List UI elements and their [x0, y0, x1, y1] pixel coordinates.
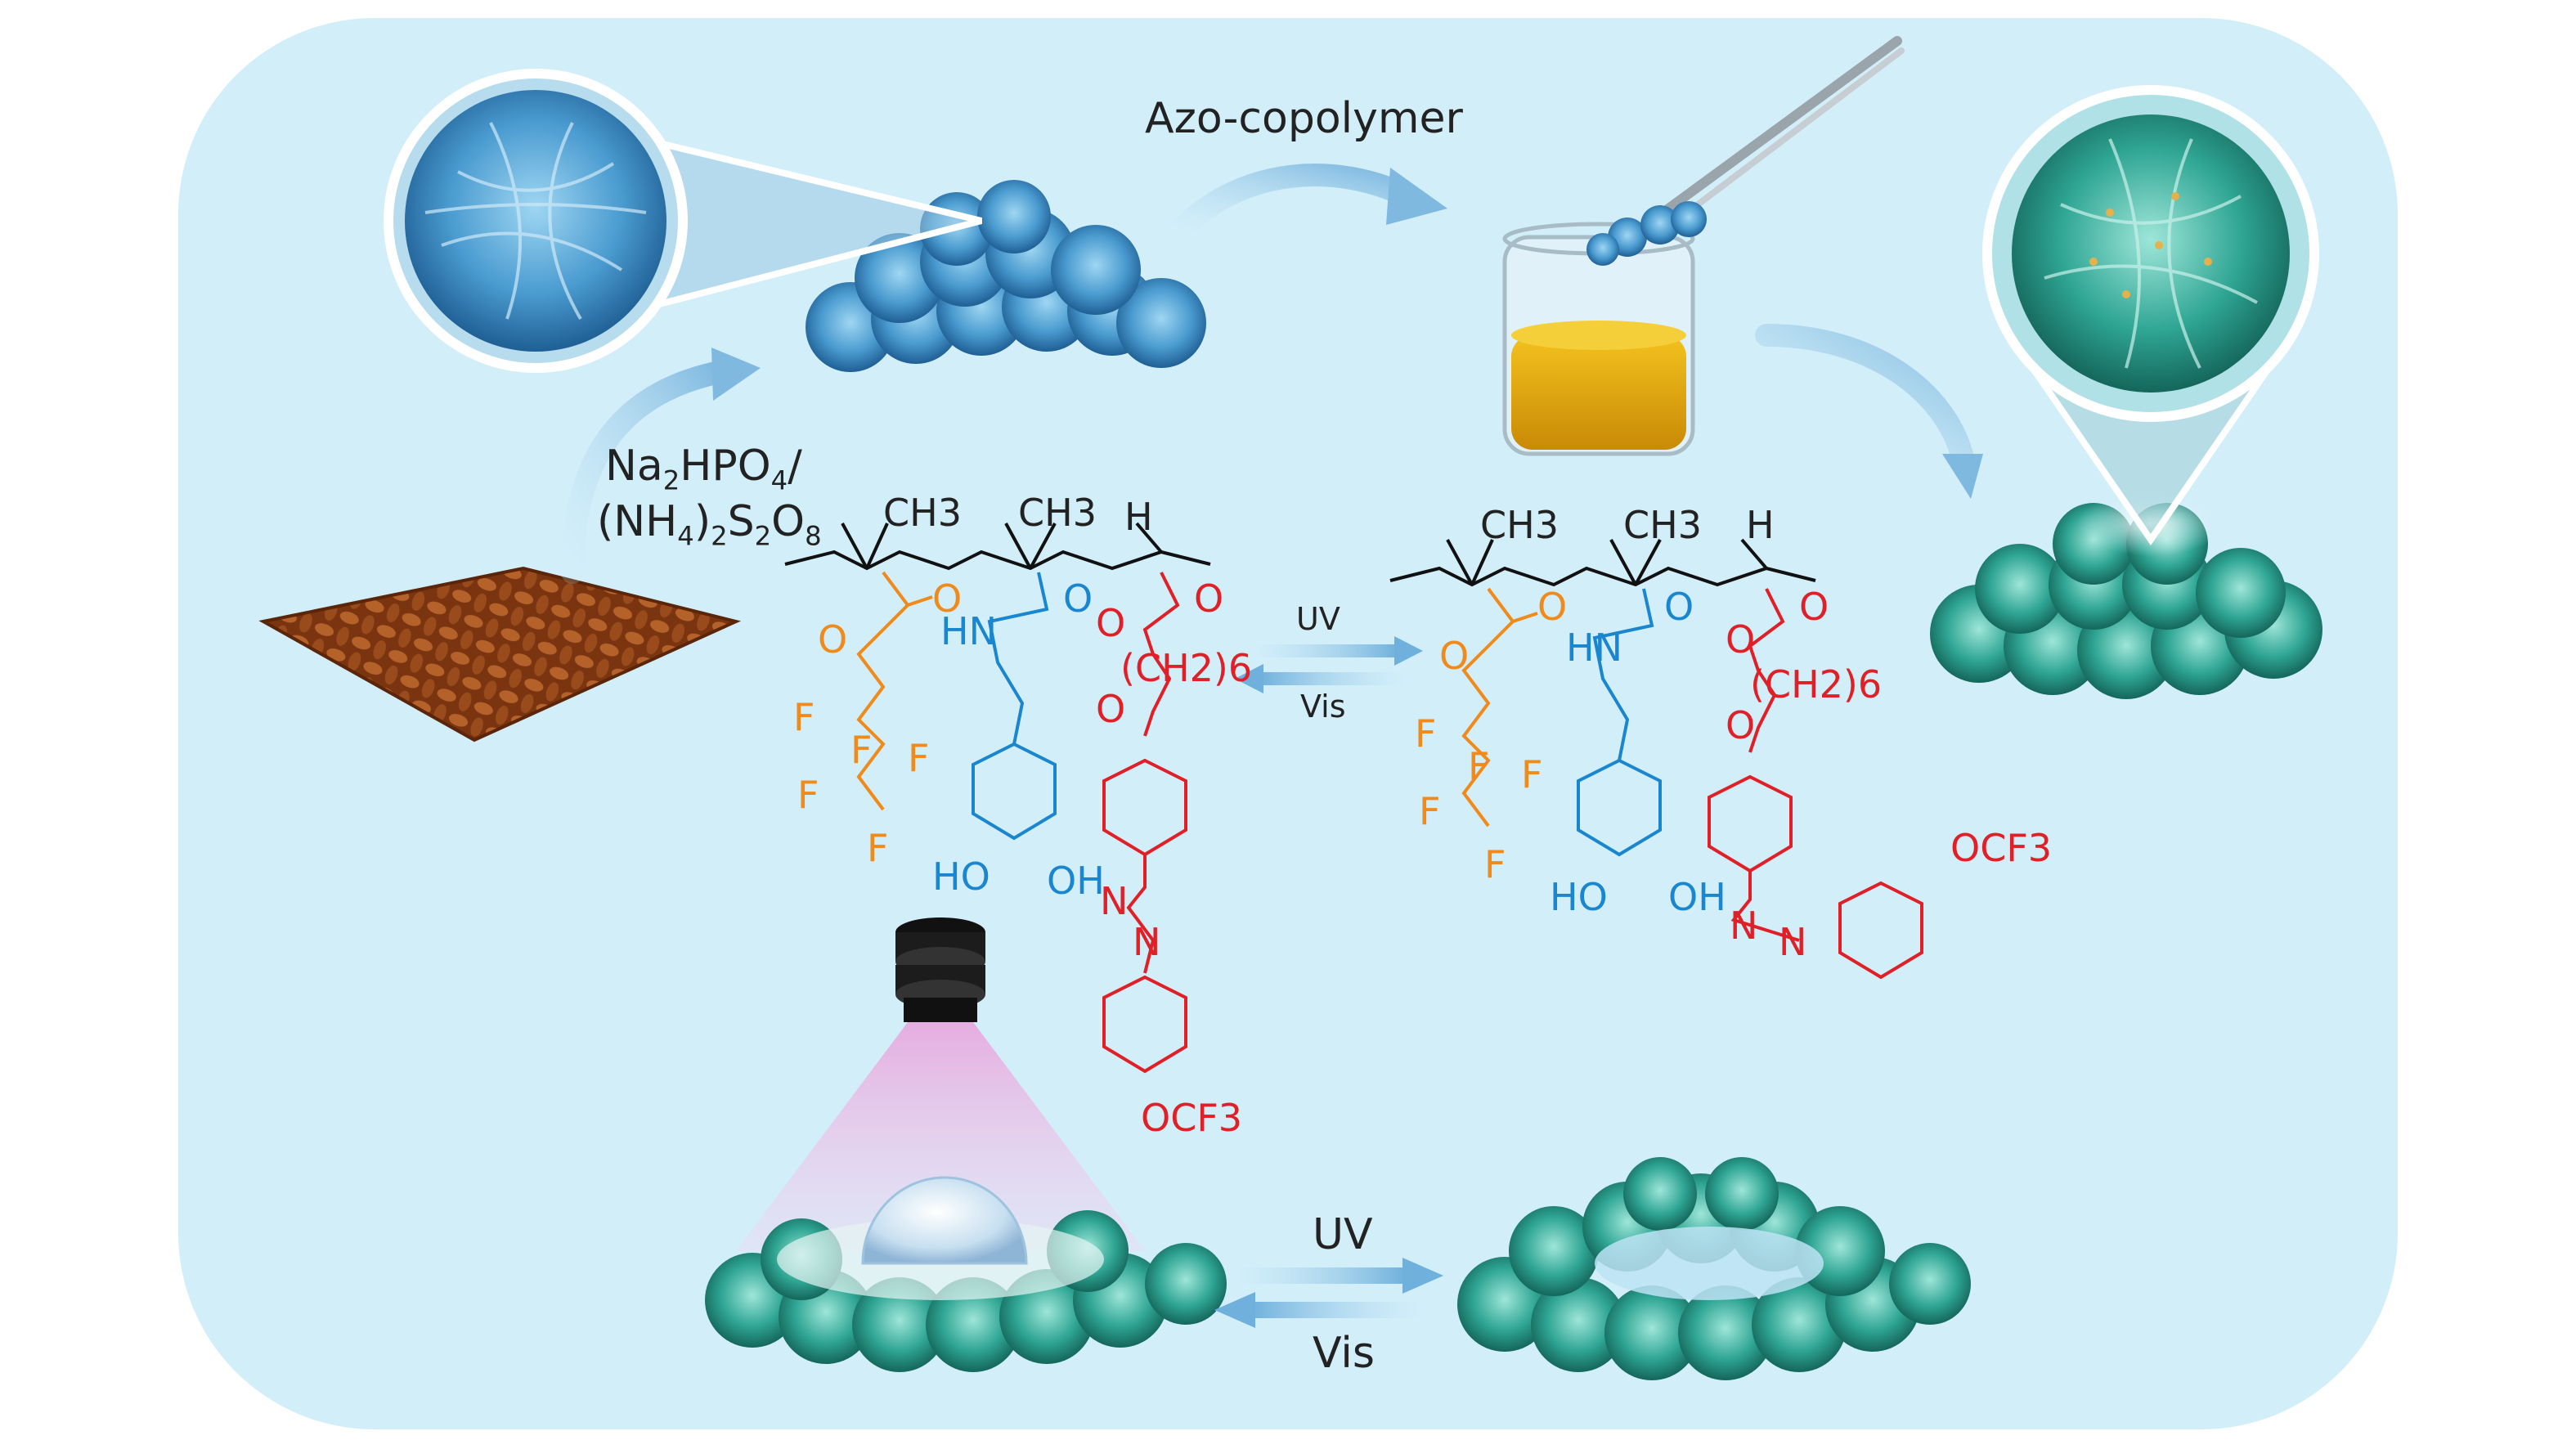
spread-droplet [1595, 1227, 1824, 1300]
blue-flower-cluster [806, 180, 1206, 372]
chem-ch3-1: CH3 [883, 491, 962, 535]
chem-h-1: H [1124, 495, 1153, 539]
chem-f-8: F [1521, 752, 1543, 796]
chem-n-4: N [1779, 920, 1807, 964]
chem-n-1: N [1100, 879, 1129, 923]
chem-oh-1: OH [1047, 859, 1105, 903]
chem-o-ester-red-2: O [1726, 617, 1756, 662]
chem-o-ester-2: O [1439, 634, 1470, 678]
water-droplet [861, 1176, 1028, 1265]
chem-ch3-3: CH3 [1480, 503, 1559, 547]
chem-o-carbonyl-1: O [932, 576, 963, 621]
chem-o-carbonyl-red-1: O [1194, 576, 1224, 621]
teal-flower-cluster-bottom-right [1457, 1157, 1971, 1380]
chem-ch2-6-1: (CH2)6 [1120, 646, 1253, 690]
chem-oh-2: OH [1668, 875, 1726, 919]
chem-o-carbonyl-2: O [1537, 585, 1568, 629]
chem-f-7: F [1468, 744, 1490, 788]
light-beam [736, 1022, 1145, 1251]
chem-ch3-4: CH3 [1623, 503, 1702, 547]
beaker [1502, 222, 1695, 456]
polymer-structure-left [784, 522, 1211, 1074]
chem-ocf3-1: OCF3 [1141, 1096, 1243, 1140]
vis-label-bottom: Vis [1313, 1329, 1375, 1378]
chem-o-ester-red-1: O [1096, 601, 1126, 645]
tweezers [1647, 36, 1905, 236]
uv-label-bottom: UV [1313, 1210, 1373, 1259]
chem-ho-1: HO [932, 855, 990, 899]
chem-ch3-2: CH3 [1018, 491, 1097, 535]
arrow-to-beaker [1166, 164, 1418, 244]
chem-f-3: F [908, 736, 930, 780]
arrow-to-teal [1755, 324, 1974, 469]
chem-hn-2: HN [1566, 626, 1622, 670]
chem-o-ether-1: O [1096, 687, 1126, 731]
vis-label-top: Vis [1300, 689, 1346, 724]
chem-h-2: H [1746, 503, 1775, 547]
chem-o-amide-1: O [1063, 576, 1093, 621]
chem-n-3: N [1730, 904, 1758, 948]
chem-hn-1: HN [940, 609, 997, 653]
uv-label-top: UV [1296, 601, 1340, 637]
polymer-structure-right [1389, 538, 1923, 980]
chem-o-ether-2: O [1726, 703, 1756, 747]
chem-f-1: F [793, 695, 815, 739]
chem-f-6: F [1415, 711, 1437, 756]
chem-ho-2: HO [1550, 875, 1608, 919]
blue-flower-closeup [405, 90, 666, 352]
chem-f-5: F [867, 826, 889, 870]
chem-n-2: N [1133, 920, 1161, 964]
chem-f-10: F [1484, 842, 1506, 886]
chem-f-4: F [797, 773, 819, 817]
chem-o-ester-1: O [818, 617, 848, 662]
chem-o-amide-2: O [1664, 585, 1694, 629]
chem-ch2-6-2: (CH2)6 [1750, 662, 1883, 707]
fabric-substrate [258, 566, 742, 742]
chem-f-9: F [1419, 789, 1441, 833]
equilibrium-arrows-top [1235, 636, 1423, 693]
arrow-head [711, 348, 761, 401]
flower-sample-on-tweezers [1586, 201, 1707, 266]
chem-ocf3-2: OCF3 [1950, 826, 2053, 870]
azo-copolymer-label: Azo-copolymer [1145, 94, 1463, 143]
teal-zoom-pin [1982, 85, 2319, 556]
equilibrium-arrows-bottom [1214, 1258, 1443, 1328]
arrow-fabric-to-flower [561, 361, 731, 584]
chem-o-carbonyl-red-2: O [1799, 585, 1829, 629]
uv-lamp [895, 917, 985, 1022]
reagent-line-1: Na2HPO4/ [605, 442, 802, 496]
chem-f-2: F [850, 728, 873, 772]
reagent-line-2: (NH4)2S2O8 [597, 497, 822, 552]
